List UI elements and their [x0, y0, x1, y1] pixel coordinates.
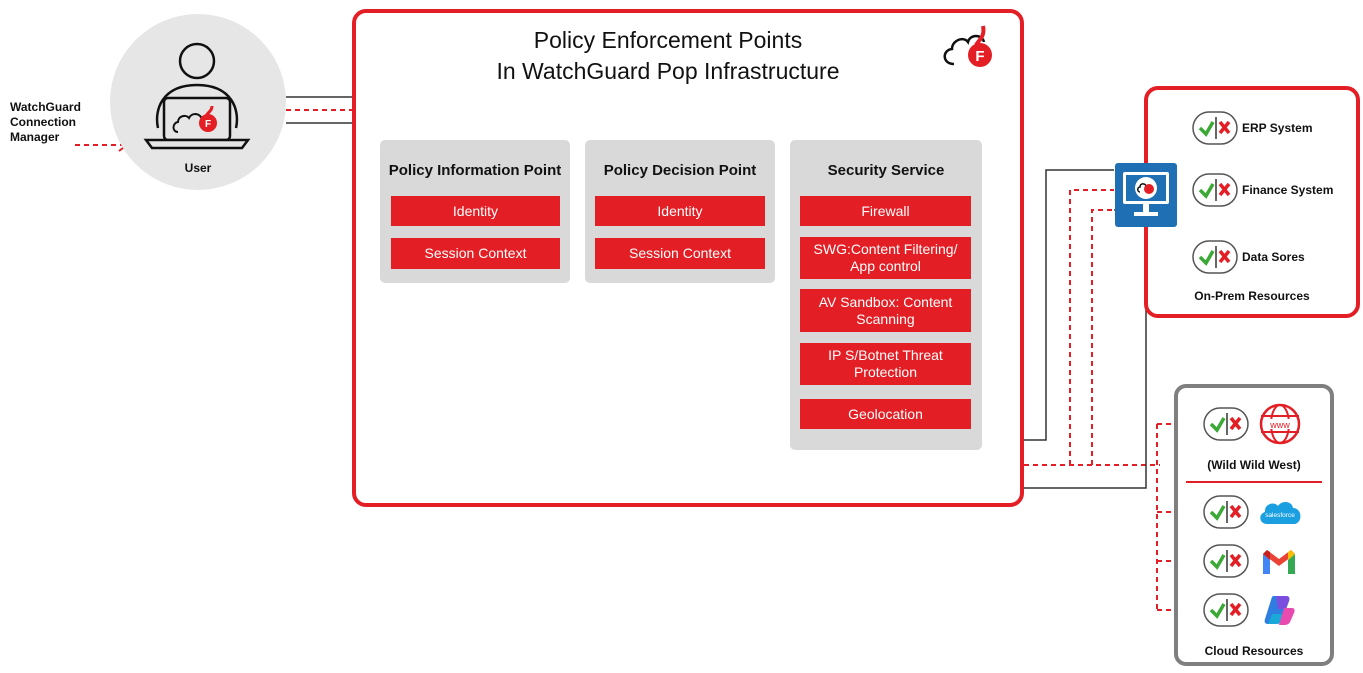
security-service-title: Security Service [827, 162, 945, 179]
ips-botnet-protection: IP S/Botnet Threat Protection [800, 343, 971, 385]
gmail-check-x-icon [1203, 544, 1249, 578]
www-text: www [1269, 420, 1290, 430]
laptop-icon [162, 96, 232, 142]
swg-content-filtering: SWG:Content Filtering/ App control [800, 237, 971, 279]
pip-identity: Identity [391, 196, 560, 226]
www-check-x-icon [1203, 407, 1249, 441]
user-label: User [184, 161, 212, 175]
svg-text:F: F [205, 119, 211, 130]
salesforce-text: salesforce [1265, 512, 1295, 519]
policy-information-point-panel: Policy Information Point Identity Sessio… [380, 140, 570, 283]
data-stores-check-x-icon [1192, 240, 1238, 274]
pdp-title: Policy Decision Point [603, 162, 757, 179]
erp-check-x-icon [1192, 111, 1238, 145]
connection-manager-line3: Manager [10, 130, 60, 144]
salesforce-icon: salesforce [1260, 502, 1301, 524]
pep-title: Policy Enforcement Points In WatchGuard … [352, 25, 984, 87]
geolocation: Geolocation [800, 399, 971, 429]
connection-manager-label: WatchGuard Connection Manager [10, 100, 81, 145]
salesforce-check-x-icon [1203, 495, 1249, 529]
user-laptop-icon: F [143, 42, 251, 150]
copilot-icon [1264, 596, 1295, 625]
on-prem-resources-box [1144, 86, 1360, 318]
pep-title-line1: Policy Enforcement Points [533, 27, 803, 53]
pdp-session-context: Session Context [595, 238, 765, 269]
finance-check-x-icon [1192, 173, 1238, 207]
watchguard-cloud-logo-icon: F [943, 25, 992, 67]
policy-decision-point-panel: Policy Decision Point Identity Session C… [585, 140, 775, 283]
pdp-identity: Identity [595, 196, 765, 226]
www-globe-icon: www [1259, 403, 1301, 445]
on-prem-caption: On-Prem Resources [1194, 289, 1310, 303]
av-sandbox: AV Sandbox: Content Scanning [800, 289, 971, 332]
pep-title-line2: In WatchGuard Pop Infrastructure [496, 58, 840, 84]
cloud-resources-box [1174, 384, 1334, 666]
gmail-icon [1263, 550, 1295, 574]
cloud-caption: Cloud Resources [1204, 644, 1304, 658]
data-sores-label: Data Sores [1242, 250, 1305, 264]
svg-text:F: F [975, 48, 984, 65]
connection-manager-line1: WatchGuard [10, 100, 81, 114]
person-head-icon [178, 42, 216, 80]
wild-west-label: (Wild Wild West) [1207, 458, 1301, 472]
pip-session-context: Session Context [391, 238, 560, 269]
connection-manager-line2: Connection [10, 115, 76, 129]
firewall: Firewall [800, 196, 971, 226]
monitor-icon [1115, 163, 1177, 227]
security-service-panel: Security Service Firewall SWG:Content Fi… [790, 140, 982, 450]
cloud-divider [1186, 481, 1322, 483]
copilot-check-x-icon [1203, 593, 1249, 627]
pip-title: Policy Information Point [388, 162, 562, 179]
finance-system-label: Finance System [1242, 183, 1334, 197]
erp-system-label: ERP System [1242, 121, 1313, 135]
